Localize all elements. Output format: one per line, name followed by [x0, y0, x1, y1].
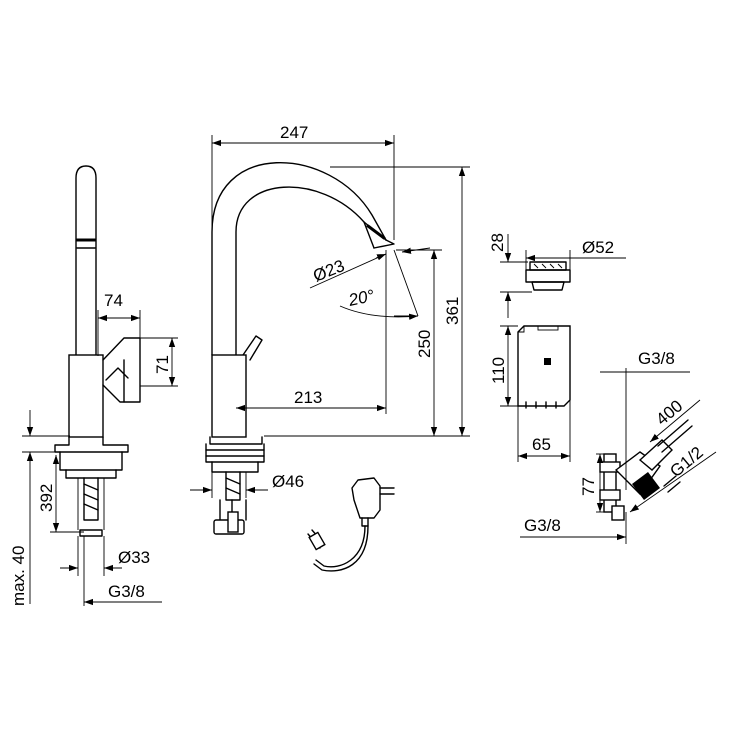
aerator-part	[525, 261, 571, 291]
dim-aerator-diameter: Ø52	[582, 238, 614, 257]
dim-spout-reach-total: 247	[280, 123, 308, 142]
power-adapter	[307, 477, 395, 572]
dim-valve-bottom-thread: G3/8	[524, 516, 561, 535]
control-box	[517, 325, 571, 409]
dim-spout-reach: 213	[294, 388, 322, 407]
dim-shank-thread: G3/8	[108, 582, 145, 601]
dim-box-height: 110	[489, 357, 508, 384]
dim-aerator-height: 28	[488, 233, 507, 252]
dim-spout-diameter: Ø23	[310, 256, 347, 286]
dim-valve-height: 77	[579, 477, 598, 496]
dim-box-width: 65	[532, 435, 551, 454]
dim-lever-height: 71	[153, 355, 172, 374]
angle-valve	[599, 419, 693, 521]
dim-valve-outlet-thread: G3/8	[638, 349, 675, 368]
dim-hose-length: 400	[652, 396, 686, 429]
dim-counter-max: max. 40	[9, 546, 28, 606]
control-box-dimensions: 110 65	[489, 325, 571, 462]
dim-base-diameter: Ø46	[272, 472, 304, 491]
faucet-side-view	[54, 165, 141, 537]
side-view-dimensions: 74 71 max. 40 392 Ø33 G3/8	[9, 291, 178, 606]
dim-spout-height: 250	[415, 330, 434, 358]
aerator-dimensions: 28 Ø52	[488, 233, 626, 318]
faucet-front-view	[205, 162, 395, 535]
dim-tail-length: 392	[37, 484, 56, 512]
dim-valve-inlet-thread: G1/2	[666, 443, 706, 481]
dim-shank-diameter: Ø33	[118, 548, 150, 567]
dim-total-height: 361	[443, 297, 462, 325]
dim-spout-angle: 20°	[346, 286, 376, 310]
front-view-dimensions: 247 361 250 213 Ø23 20° Ø46	[190, 123, 470, 498]
dim-lever-width: 74	[104, 291, 123, 310]
